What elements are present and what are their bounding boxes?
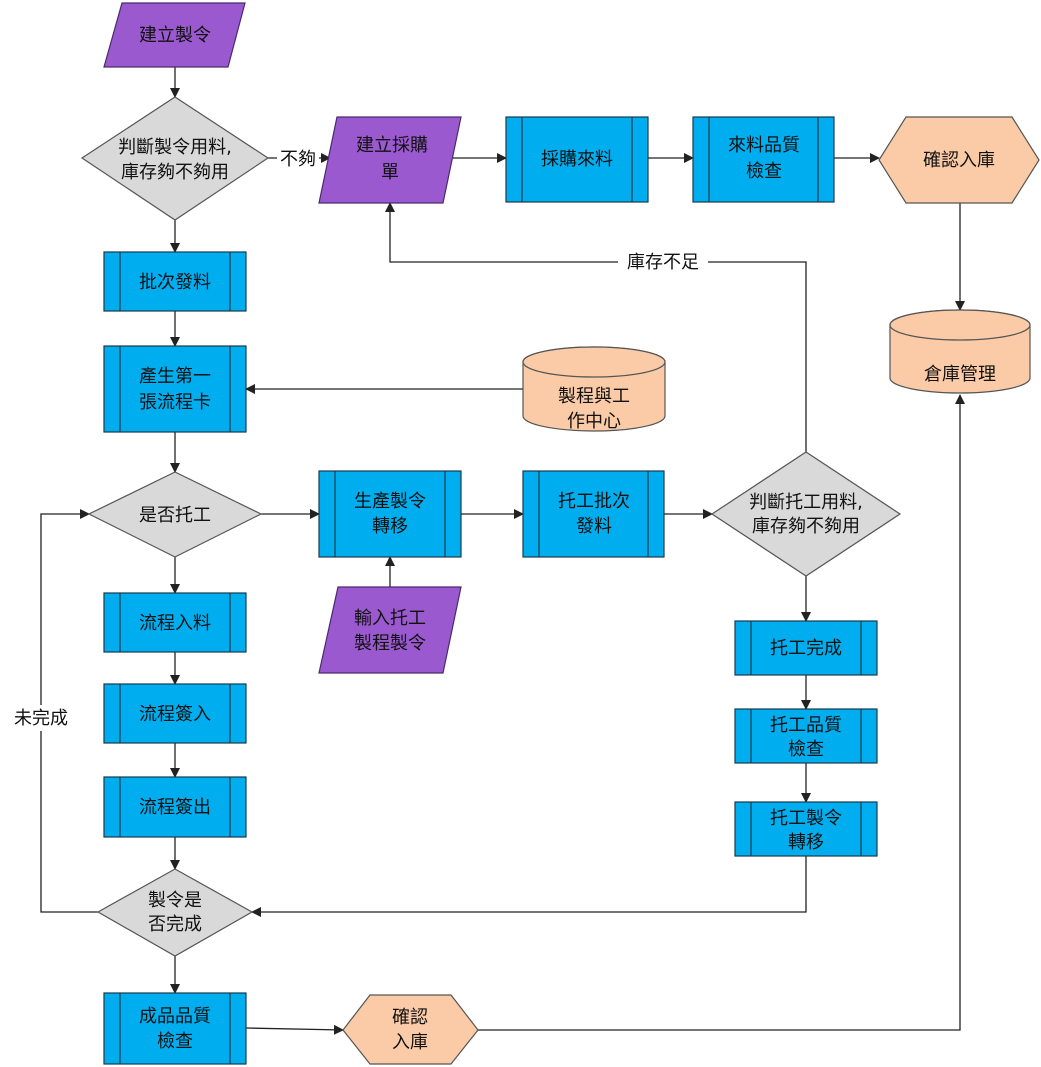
node-judge-material-2-line1: 判斷托工用料, — [749, 492, 863, 513]
node-outsource-transfer-line1: 托工製令 — [770, 808, 842, 829]
node-create-po-line2: 單 — [381, 162, 399, 183]
edges — [40, 67, 965, 1035]
node-create-po[interactable]: 建立採購 單 — [318, 116, 462, 204]
edge-pqc-to-confirm2 — [245, 1024, 344, 1035]
node-create-order-label: 建立製令 — [139, 25, 211, 46]
node-incoming-qc-line2: 檢查 — [746, 161, 782, 182]
node-incoming-qc-line1: 來料品質 — [728, 135, 800, 156]
node-confirm-stock-1[interactable]: 確認入庫 — [878, 116, 1040, 204]
node-judge-material-2[interactable]: 判斷托工用料, 庫存夠不夠用 — [710, 451, 902, 577]
node-flow-checkout-label: 流程簽出 — [139, 797, 211, 818]
node-product-qc[interactable]: 成品品質 檢查 — [103, 992, 247, 1065]
node-product-qc-line1: 成品品質 — [139, 1006, 211, 1027]
node-purchase-incoming[interactable]: 採購來料 — [505, 116, 649, 203]
node-judge-material-1-line2: 庫存夠不夠用 — [121, 162, 229, 183]
node-input-outsource-line2: 製程製令 — [354, 633, 426, 654]
node-order-done-question[interactable]: 製令是 否完成 — [96, 868, 254, 957]
node-input-outsource-line1: 輸入托工 — [354, 608, 426, 629]
node-confirm-stock-2[interactable]: 確認 入庫 — [342, 994, 479, 1065]
node-batch-issue[interactable]: 批次發料 — [103, 251, 247, 312]
node-flow-checkin-label: 流程簽入 — [139, 704, 211, 725]
edge-label-not-enough: 不夠 — [280, 149, 316, 170]
node-outsource-transfer-line2: 轉移 — [788, 832, 824, 853]
node-outsource-qc-line2: 檢查 — [788, 739, 824, 760]
edge-label-not-done: 未完成 — [14, 708, 68, 729]
node-order-done-question-line2: 否完成 — [148, 914, 202, 935]
node-outsource-done-label: 托工完成 — [770, 638, 842, 659]
edge-judge2-to-po — [385, 202, 807, 452]
node-warehouse[interactable]: 倉庫管理 — [889, 309, 1031, 394]
node-confirm-stock-2-line2: 入庫 — [392, 1032, 428, 1053]
node-order-done-question-line1: 製令是 — [148, 890, 202, 911]
node-batch-issue-label: 批次發料 — [139, 272, 211, 293]
node-prod-transfer-line2: 轉移 — [372, 516, 408, 537]
node-create-po-line1: 建立採購 — [356, 135, 428, 156]
edge-otransfer-to-orderdone — [251, 856, 807, 917]
node-process-center-line1: 製程與工 — [558, 386, 630, 407]
node-flow-in[interactable]: 流程入料 — [103, 592, 247, 653]
node-judge-material-2-line2: 庫存夠不夠用 — [752, 516, 860, 537]
node-outsource-issue-line1: 托工批次 — [558, 491, 630, 512]
node-outsource-done[interactable]: 托工完成 — [734, 620, 878, 676]
node-process-center[interactable]: 製程與工 作中心 — [522, 346, 666, 432]
node-outsource-question-label: 是否托工 — [139, 505, 211, 526]
node-flow-in-label: 流程入料 — [139, 613, 211, 634]
node-judge-material-1-line1: 判斷製令用料, — [118, 137, 232, 158]
node-create-order[interactable]: 建立製令 — [103, 2, 246, 68]
node-flow-checkout[interactable]: 流程簽出 — [103, 776, 247, 838]
edge-labels: 不夠 庫存不足 未完成 — [8, 146, 708, 731]
edge-label-stock-short: 庫存不足 — [627, 252, 699, 273]
node-incoming-qc[interactable]: 來料品質 檢查 — [692, 116, 835, 203]
node-confirm-stock-1-label: 確認入庫 — [923, 150, 995, 171]
node-outsource-qc-line1: 托工品質 — [770, 715, 842, 736]
node-outsource-qc[interactable]: 托工品質 檢查 — [734, 708, 878, 764]
node-product-qc-line2: 檢查 — [157, 1031, 193, 1052]
node-purchase-incoming-label: 採購來料 — [541, 149, 613, 170]
node-confirm-stock-2-line1: 確認 — [392, 1007, 428, 1028]
node-process-center-line2: 作中心 — [567, 411, 621, 432]
node-prod-transfer-line1: 生產製令 — [354, 491, 426, 512]
edge-confirm2-to-warehouse — [478, 394, 965, 1031]
node-first-card-line1: 產生第一 — [139, 366, 211, 387]
node-warehouse-label: 倉庫管理 — [924, 364, 996, 385]
node-prod-transfer[interactable]: 生產製令 轉移 — [318, 470, 462, 558]
node-outsource-transfer[interactable]: 托工製令 轉移 — [734, 801, 878, 857]
node-input-outsource[interactable]: 輸入托工 製程製令 — [318, 586, 462, 674]
node-outsource-question[interactable]: 是否托工 — [87, 471, 263, 558]
node-outsource-issue[interactable]: 托工批次 發料 — [522, 470, 665, 558]
node-first-card-line2: 張流程卡 — [139, 392, 211, 413]
node-outsource-issue-line2: 發料 — [576, 516, 612, 537]
node-first-card[interactable]: 產生第一 張流程卡 — [103, 345, 247, 433]
node-flow-checkin[interactable]: 流程簽入 — [103, 683, 247, 744]
node-judge-material-1[interactable]: 判斷製令用料, 庫存夠不夠用 — [80, 96, 270, 221]
